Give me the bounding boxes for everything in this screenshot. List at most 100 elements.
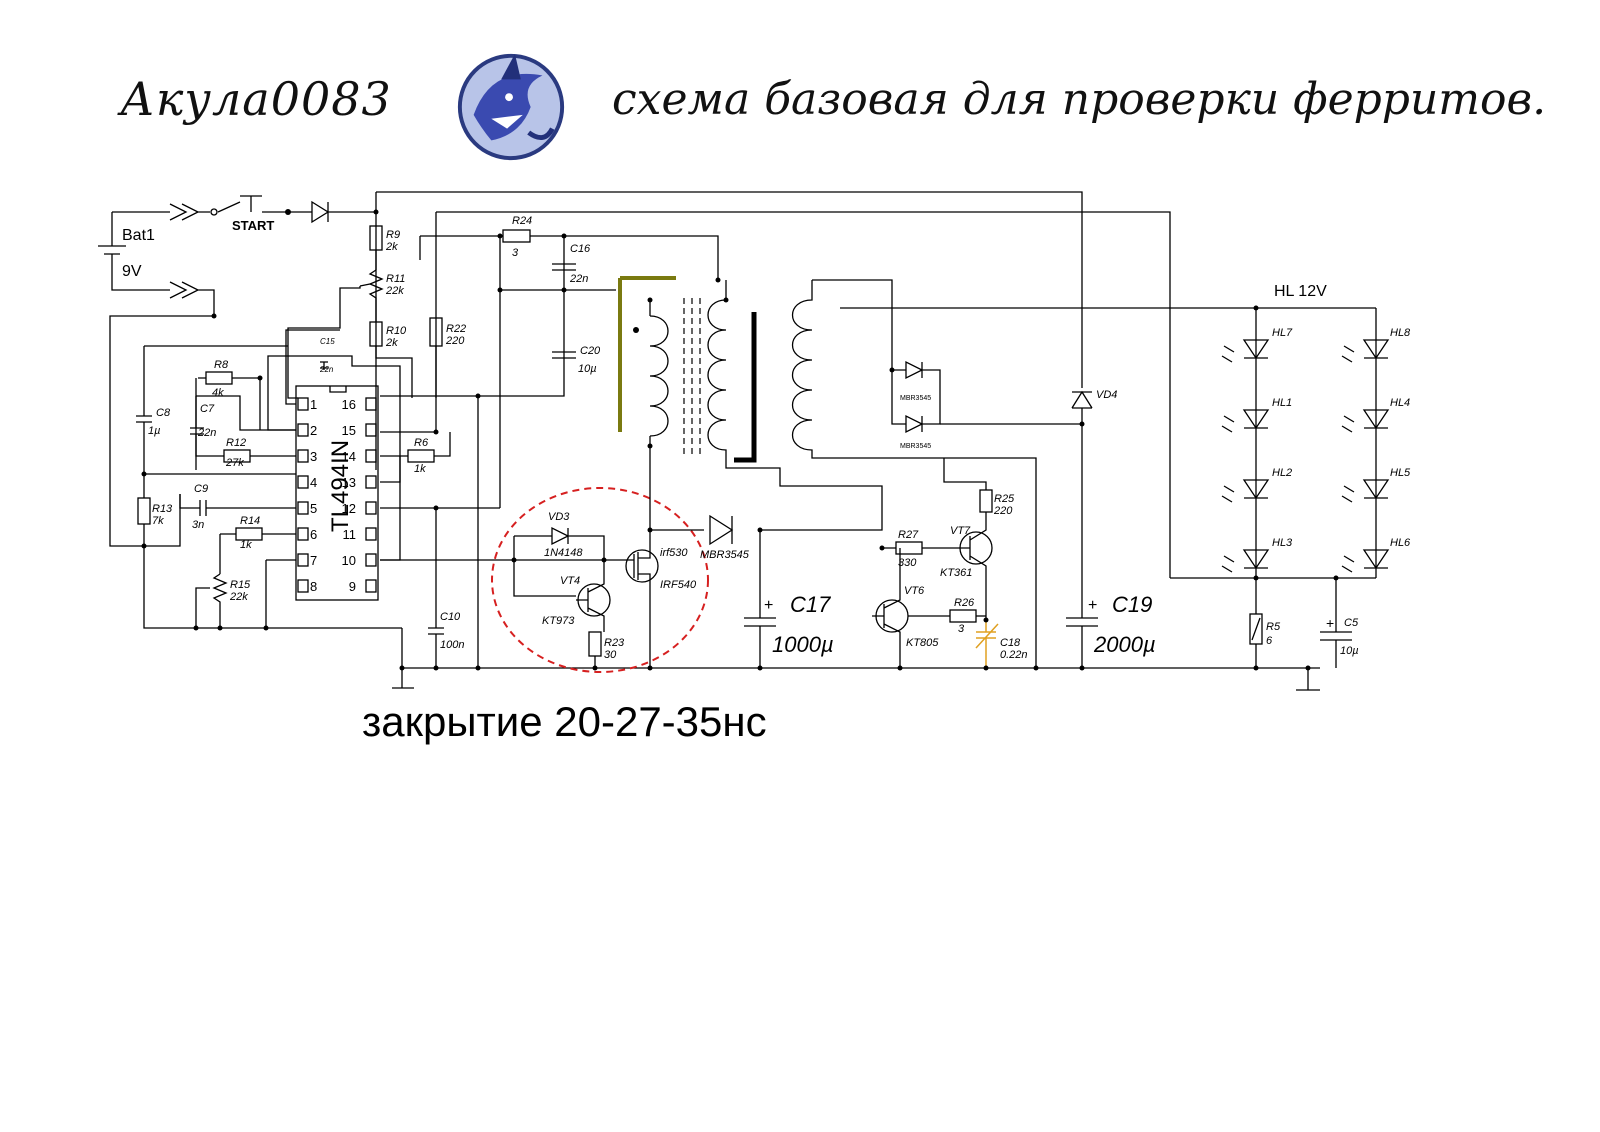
- svg-text:220: 220: [445, 335, 465, 347]
- svg-text:3: 3: [958, 623, 965, 635]
- svg-text:R6: R6: [414, 437, 429, 449]
- svg-text:22k: 22k: [229, 591, 248, 603]
- regulator: R27 330 VT7 KT361 R25 220 VT6 KT805 R26 …: [872, 458, 1028, 668]
- svg-text:22n: 22n: [197, 427, 216, 439]
- svg-text:HL2: HL2: [1272, 467, 1292, 479]
- battery-section: Bat1 9V START: [98, 195, 376, 547]
- ic-left-network: C15 22n R8 4k C7 22n R12 27k C8 1µ R13 7…: [136, 329, 402, 629]
- svg-text:2000µ: 2000µ: [1093, 632, 1156, 657]
- svg-text:3: 3: [310, 449, 317, 464]
- gate-driver: VD3 1N4148 VT4 KT973 R23 30 irf530 IRF54…: [491, 487, 709, 673]
- header: Акула0083 схема базовая для проверки фер…: [0, 0, 1600, 170]
- highlight-circle: [491, 487, 709, 673]
- svg-text:+: +: [764, 597, 773, 614]
- led-column-left: HL7 HL1 HL2 HL3: [1221, 327, 1293, 573]
- svg-text:KT805: KT805: [906, 637, 939, 649]
- svg-text:KT973: KT973: [542, 615, 575, 627]
- svg-text:VD3: VD3: [548, 511, 570, 523]
- svg-text:27k: 27k: [225, 457, 244, 469]
- svg-text:VD4: VD4: [1096, 389, 1117, 401]
- svg-text:6: 6: [1266, 635, 1273, 647]
- svg-text:R25: R25: [994, 493, 1015, 505]
- led-array-title: HL 12V: [1274, 283, 1327, 300]
- svg-text:12: 12: [342, 501, 356, 516]
- svg-text:HL6: HL6: [1390, 537, 1411, 549]
- svg-text:HL5: HL5: [1390, 467, 1411, 479]
- svg-text:C18: C18: [1000, 637, 1021, 649]
- svg-text:R15: R15: [230, 579, 251, 591]
- svg-text:1k: 1k: [414, 463, 426, 475]
- svg-text:220: 220: [993, 505, 1013, 517]
- svg-text:14: 14: [342, 449, 356, 464]
- svg-text:HL4: HL4: [1390, 397, 1410, 409]
- svg-text:R8: R8: [214, 359, 229, 371]
- svg-text:HL3: HL3: [1272, 537, 1293, 549]
- svg-text:VT7: VT7: [950, 525, 971, 537]
- svg-text:2k: 2k: [385, 337, 398, 349]
- svg-text:1N4148: 1N4148: [544, 547, 583, 559]
- svg-text:11: 11: [343, 527, 357, 542]
- supply-rails: [375, 191, 1377, 578]
- svg-text:R27: R27: [898, 529, 919, 541]
- svg-text:1000µ: 1000µ: [772, 632, 834, 657]
- svg-text:5: 5: [310, 501, 317, 516]
- svg-text:MBR3545: MBR3545: [900, 443, 931, 450]
- svg-text:+: +: [1088, 597, 1097, 614]
- svg-text:30: 30: [604, 649, 617, 661]
- svg-text:C5: C5: [1344, 617, 1359, 629]
- svg-text:7k: 7k: [152, 515, 164, 527]
- svg-text:R13: R13: [152, 503, 173, 515]
- svg-text:R22: R22: [446, 323, 466, 335]
- svg-text:R24: R24: [512, 215, 532, 227]
- switching-time-note: закрытие 20-27-35нс: [362, 698, 767, 745]
- shark-logo-icon: [457, 53, 565, 161]
- svg-text:R11: R11: [386, 273, 405, 285]
- svg-text:HL1: HL1: [1272, 397, 1292, 409]
- svg-text:C8: C8: [156, 407, 171, 419]
- svg-text:C16: C16: [570, 243, 591, 255]
- svg-text:1µ: 1µ: [148, 425, 160, 437]
- svg-text:R26: R26: [954, 597, 975, 609]
- ic-right-network: R6 1k C10 100n: [380, 396, 616, 668]
- svg-text:KT361: KT361: [940, 567, 972, 579]
- svg-text:1: 1: [310, 397, 317, 412]
- svg-text:VT6: VT6: [904, 585, 925, 597]
- svg-text:R12: R12: [226, 437, 246, 449]
- tl494-ic: TL494IN 1 2 3 4 5 6 7 8 16 15 14 13 12 1…: [295, 385, 379, 601]
- diagram-caption: схема базовая для проверки ферритов.: [612, 74, 1547, 125]
- svg-text:7: 7: [310, 553, 317, 568]
- led-column-right: HL8 HL4 HL5 HL6: [1341, 327, 1411, 573]
- svg-text:HL7: HL7: [1272, 327, 1293, 339]
- svg-text:8: 8: [310, 579, 317, 594]
- svg-text:16: 16: [342, 397, 356, 412]
- svg-text:0.22n: 0.22n: [1000, 649, 1028, 661]
- author-signature: Акула0083: [120, 72, 392, 126]
- svg-text:10: 10: [342, 553, 356, 568]
- ground-rail: [392, 628, 1320, 691]
- svg-text:3: 3: [512, 247, 519, 259]
- led-array: HL 12V HL7 HL1 HL2 HL3 HL8 HL4 HL5 HL6 R…: [1170, 283, 1411, 668]
- svg-text:100n: 100n: [440, 639, 464, 651]
- svg-text:R9: R9: [386, 229, 400, 241]
- ic-right-pins: 16 15 14 13 12 11 10 9: [342, 397, 377, 594]
- svg-text:VT4: VT4: [560, 575, 580, 587]
- svg-text:C15: C15: [320, 337, 335, 346]
- svg-text:10µ: 10µ: [578, 363, 597, 375]
- ic-left-pins: 1 2 3 4 5 6 7 8: [297, 397, 317, 594]
- svg-text:C9: C9: [194, 483, 208, 495]
- svg-text:22k: 22k: [385, 285, 404, 297]
- svg-text:C19: C19: [1112, 592, 1152, 617]
- svg-text:3n: 3n: [192, 519, 204, 531]
- svg-text:R5: R5: [1266, 621, 1281, 633]
- svg-text:irf530: irf530: [660, 547, 688, 559]
- svg-text:R23: R23: [604, 637, 625, 649]
- bat-name: Bat1: [122, 227, 155, 244]
- svg-text:15: 15: [342, 423, 356, 438]
- svg-text:4k: 4k: [212, 387, 224, 399]
- svg-text:R10: R10: [386, 325, 407, 337]
- svg-text:1k: 1k: [240, 539, 252, 551]
- rectifier-pair: MBR3545 MBR3545 VD4 + C19 2000µ: [891, 360, 1156, 668]
- svg-text:HL8: HL8: [1390, 327, 1411, 339]
- junction-dots: [141, 209, 1339, 671]
